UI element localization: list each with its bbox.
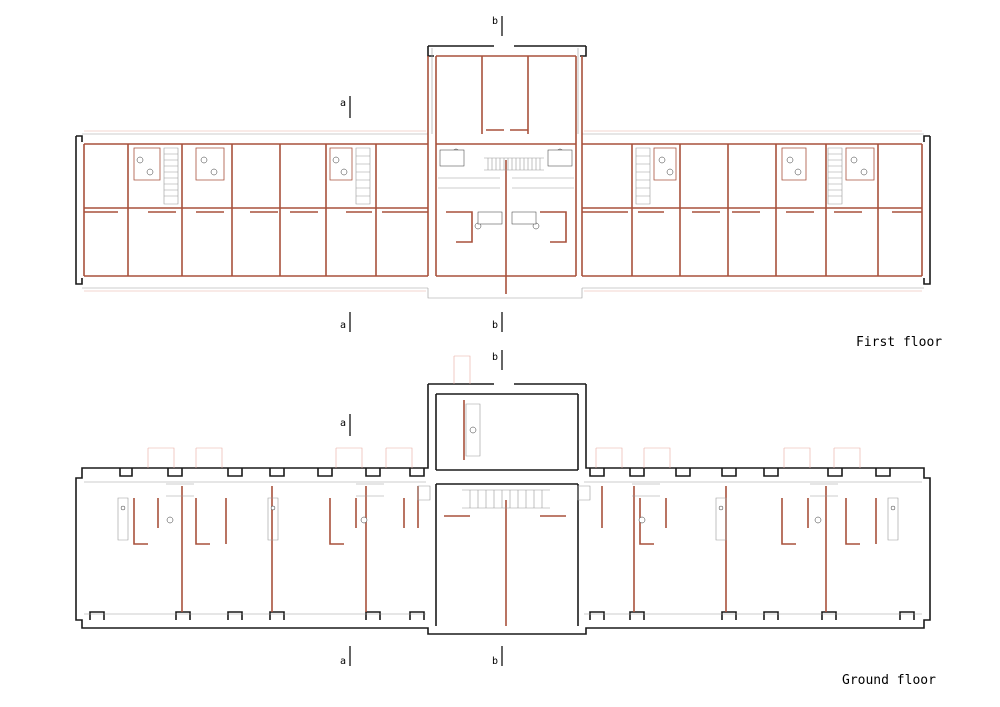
section-mark-a-first-top: a <box>340 98 346 109</box>
first-floor-outline <box>75 45 931 285</box>
section-mark-b-ground-bottom: b <box>492 656 498 667</box>
section-mark-b-first-bottom: b <box>492 320 498 331</box>
section-mark-a-ground-top: a <box>340 418 346 429</box>
section-mark-b-ground-top: b <box>492 352 498 363</box>
section-marks: b a a b b a a b <box>340 16 503 667</box>
first-floor-plan <box>75 45 931 299</box>
ground-floor-label: Ground floor <box>842 673 936 688</box>
section-mark-a-ground-bottom: a <box>340 656 346 667</box>
first-floor-label: First floor <box>856 335 942 350</box>
section-mark-b-top: b <box>492 16 498 27</box>
ground-floor-plan <box>75 355 931 635</box>
section-mark-a-first-bottom: a <box>340 320 346 331</box>
ground-floor-outline <box>75 383 931 635</box>
